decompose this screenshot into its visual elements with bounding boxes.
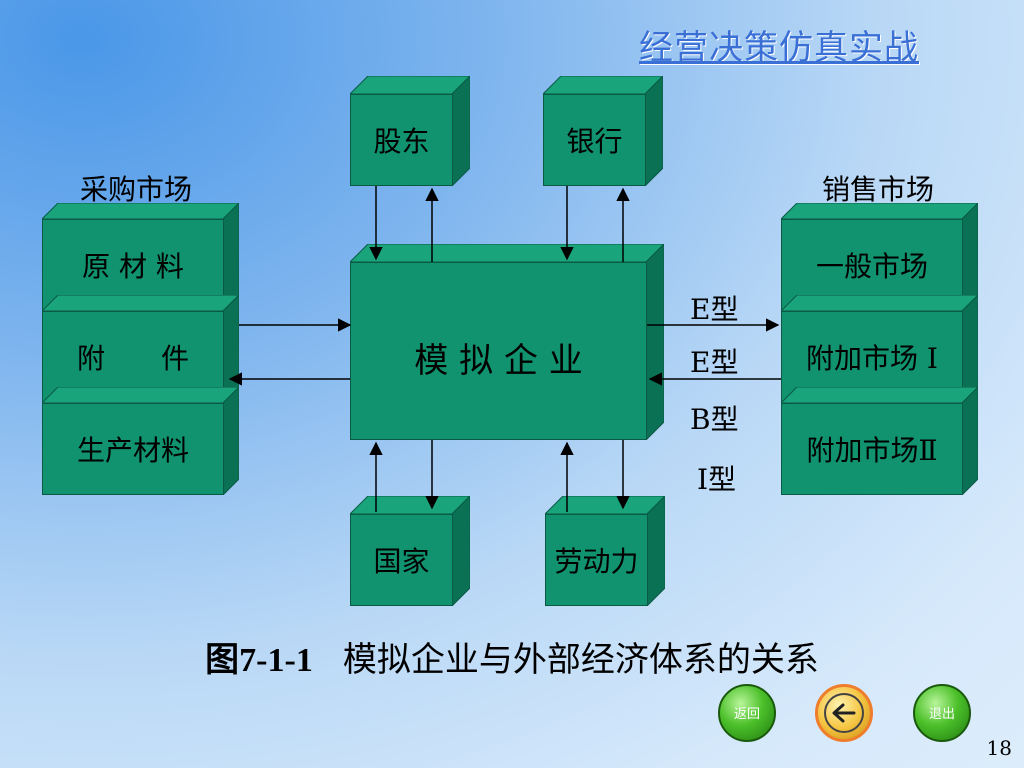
enterprise-box: 模 拟 企 业 bbox=[350, 244, 664, 440]
figure-number: 图7-1-1 bbox=[205, 642, 313, 679]
box-3d-shading bbox=[350, 496, 470, 606]
back-label: 返回 bbox=[734, 707, 760, 722]
type-label-4: I型 bbox=[697, 463, 737, 496]
figure-title: 模拟企业与外部经济体系的关系 bbox=[342, 640, 819, 680]
production-materials-label: 生产材料 bbox=[42, 403, 224, 495]
labor-box: 劳动力 bbox=[545, 496, 665, 606]
extra-market-2-box: 附加市场Ⅱ bbox=[781, 387, 978, 495]
state-box: 国家 bbox=[350, 496, 470, 606]
enterprise-label: 模 拟 企 业 bbox=[350, 262, 647, 440]
type-label-1: E型 bbox=[690, 293, 739, 326]
procurement-market-label: 采购市场 bbox=[80, 173, 193, 206]
back-button[interactable]: 返回 bbox=[718, 684, 776, 742]
exit-button[interactable]: 退出 bbox=[913, 684, 971, 742]
box-3d-shading bbox=[543, 76, 663, 186]
slide-title: 经营决策仿真实战 bbox=[639, 28, 919, 68]
exit-label: 退出 bbox=[929, 707, 955, 722]
labor-label: 劳动力 bbox=[545, 514, 648, 606]
page-number: 18 bbox=[986, 736, 1012, 760]
extra-market-2-label: 附加市场Ⅱ bbox=[781, 403, 963, 495]
exit-button-glyph: 退出 bbox=[929, 707, 955, 722]
type-label-2: E型 bbox=[690, 346, 739, 379]
back-button-glyph: 返回 bbox=[734, 707, 760, 722]
bank-label: 银行 bbox=[543, 94, 646, 186]
state-label: 国家 bbox=[350, 514, 453, 606]
box-3d-shading bbox=[350, 244, 664, 440]
shareholders-label: 股东 bbox=[350, 94, 453, 186]
box-3d-shading bbox=[545, 496, 665, 606]
left-arrow-icon bbox=[824, 693, 864, 733]
box-3d-shading bbox=[42, 387, 239, 495]
previous-button[interactable] bbox=[815, 684, 873, 742]
box-3d-shading bbox=[781, 387, 978, 495]
figure-caption: 图7-1-1 模拟企业与外部经济体系的关系 bbox=[0, 632, 1024, 681]
production-materials-box: 生产材料 bbox=[42, 387, 239, 495]
bank-box: 银行 bbox=[543, 76, 663, 186]
sales-market-label: 销售市场 bbox=[822, 173, 935, 206]
type-label-3: B型 bbox=[690, 403, 739, 436]
shareholders-box: 股东 bbox=[350, 76, 470, 186]
